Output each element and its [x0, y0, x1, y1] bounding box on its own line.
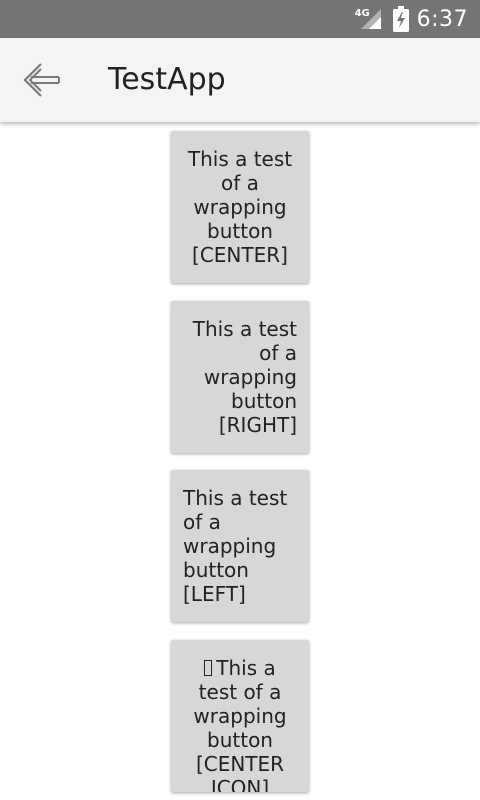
wrapping-button-left[interactable]: This a test of a wrapping button [LEFT]	[171, 470, 309, 622]
battery-charging-icon	[392, 6, 409, 32]
content-area: This a test of a wrapping button [CENTER…	[0, 122, 480, 800]
missing-glyph-icon	[204, 660, 213, 676]
signal-indicator: 4G	[355, 7, 385, 31]
status-bar: 4G 6:37	[0, 0, 480, 38]
status-icons: 4G 6:37	[355, 0, 468, 38]
arrow-left-icon	[23, 63, 60, 97]
clock: 6:37	[416, 6, 468, 32]
wrapping-button-center-icon[interactable]: This a test of a wrapping button [CENTER…	[171, 640, 309, 792]
wrapping-button-right[interactable]: This a test of a wrapping button [RIGHT]	[171, 301, 309, 453]
app-bar: TestApp	[0, 38, 480, 122]
button-label: This a test of a wrapping button [CENTER…	[187, 147, 293, 267]
wrapping-button-center[interactable]: This a test of a wrapping button [CENTER…	[171, 131, 309, 283]
button-label: This a test of a wrapping button [CENTER…	[193, 656, 287, 792]
signal-strength-icon	[360, 9, 381, 29]
network-type-label: 4G	[354, 8, 370, 19]
app-title: TestApp	[108, 62, 226, 97]
button-label: This a test of a wrapping button [RIGHT]	[192, 317, 297, 437]
button-label: This a test of a wrapping button [LEFT]	[183, 486, 288, 606]
back-button[interactable]	[18, 58, 66, 102]
